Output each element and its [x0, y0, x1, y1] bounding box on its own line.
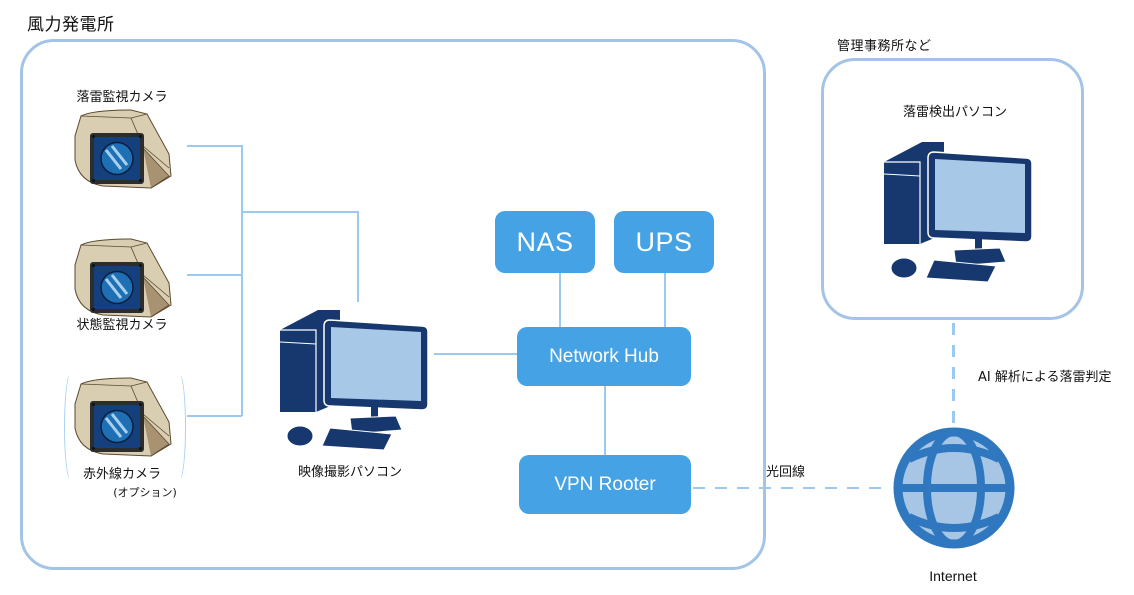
connector-bus-to-pc-v — [357, 211, 359, 302]
ups-node[interactable]: UPS — [614, 211, 714, 273]
camera-3-sublabel: (オプション) — [113, 486, 177, 499]
camera-icon — [73, 237, 173, 318]
computer-icon — [882, 132, 1033, 283]
site-title: 風力発電所 — [27, 15, 115, 35]
camera-icon — [73, 108, 173, 189]
connector-camera-3 — [187, 415, 242, 417]
optional-bracket-left — [64, 372, 78, 482]
internet-label: Internet — [929, 568, 977, 584]
connector-nas-to-hub — [559, 273, 561, 328]
office-frame — [821, 58, 1084, 320]
vpn-router-node[interactable]: VPN Rooter — [519, 455, 691, 514]
connector-camera-2 — [187, 274, 242, 276]
camera-2-label: 状態監視カメラ — [76, 318, 168, 333]
fiber-link-label: 光回線 — [766, 465, 806, 480]
ai-link-label: AI 解析による落雷判定 — [978, 370, 1112, 385]
globe-icon — [893, 427, 1015, 549]
capture-pc-label: 映像撮影パソコン — [297, 465, 402, 480]
site-frame — [20, 39, 766, 570]
connector-pc-to-hub — [434, 353, 518, 355]
connector-bus-to-pc-h — [241, 211, 358, 213]
fiber-link-dashed — [693, 487, 885, 489]
connector-ups-to-hub — [664, 273, 666, 328]
connector-camera-bus — [241, 145, 243, 416]
camera-icon — [73, 376, 173, 457]
camera-1-label: 落雷監視カメラ — [76, 90, 168, 105]
office-title: 管理事務所など — [837, 39, 932, 54]
detection-pc-label: 落雷検出パソコン — [902, 105, 1007, 120]
computer-icon — [278, 300, 429, 451]
network-hub-node[interactable]: Network Hub — [517, 327, 691, 386]
connector-camera-1 — [187, 145, 242, 147]
optional-bracket-right — [172, 372, 186, 482]
nas-node[interactable]: NAS — [495, 211, 595, 273]
ai-link-dashed — [952, 323, 955, 427]
camera-3-label: 赤外線カメラ — [82, 467, 161, 482]
connector-hub-to-router — [604, 386, 606, 456]
